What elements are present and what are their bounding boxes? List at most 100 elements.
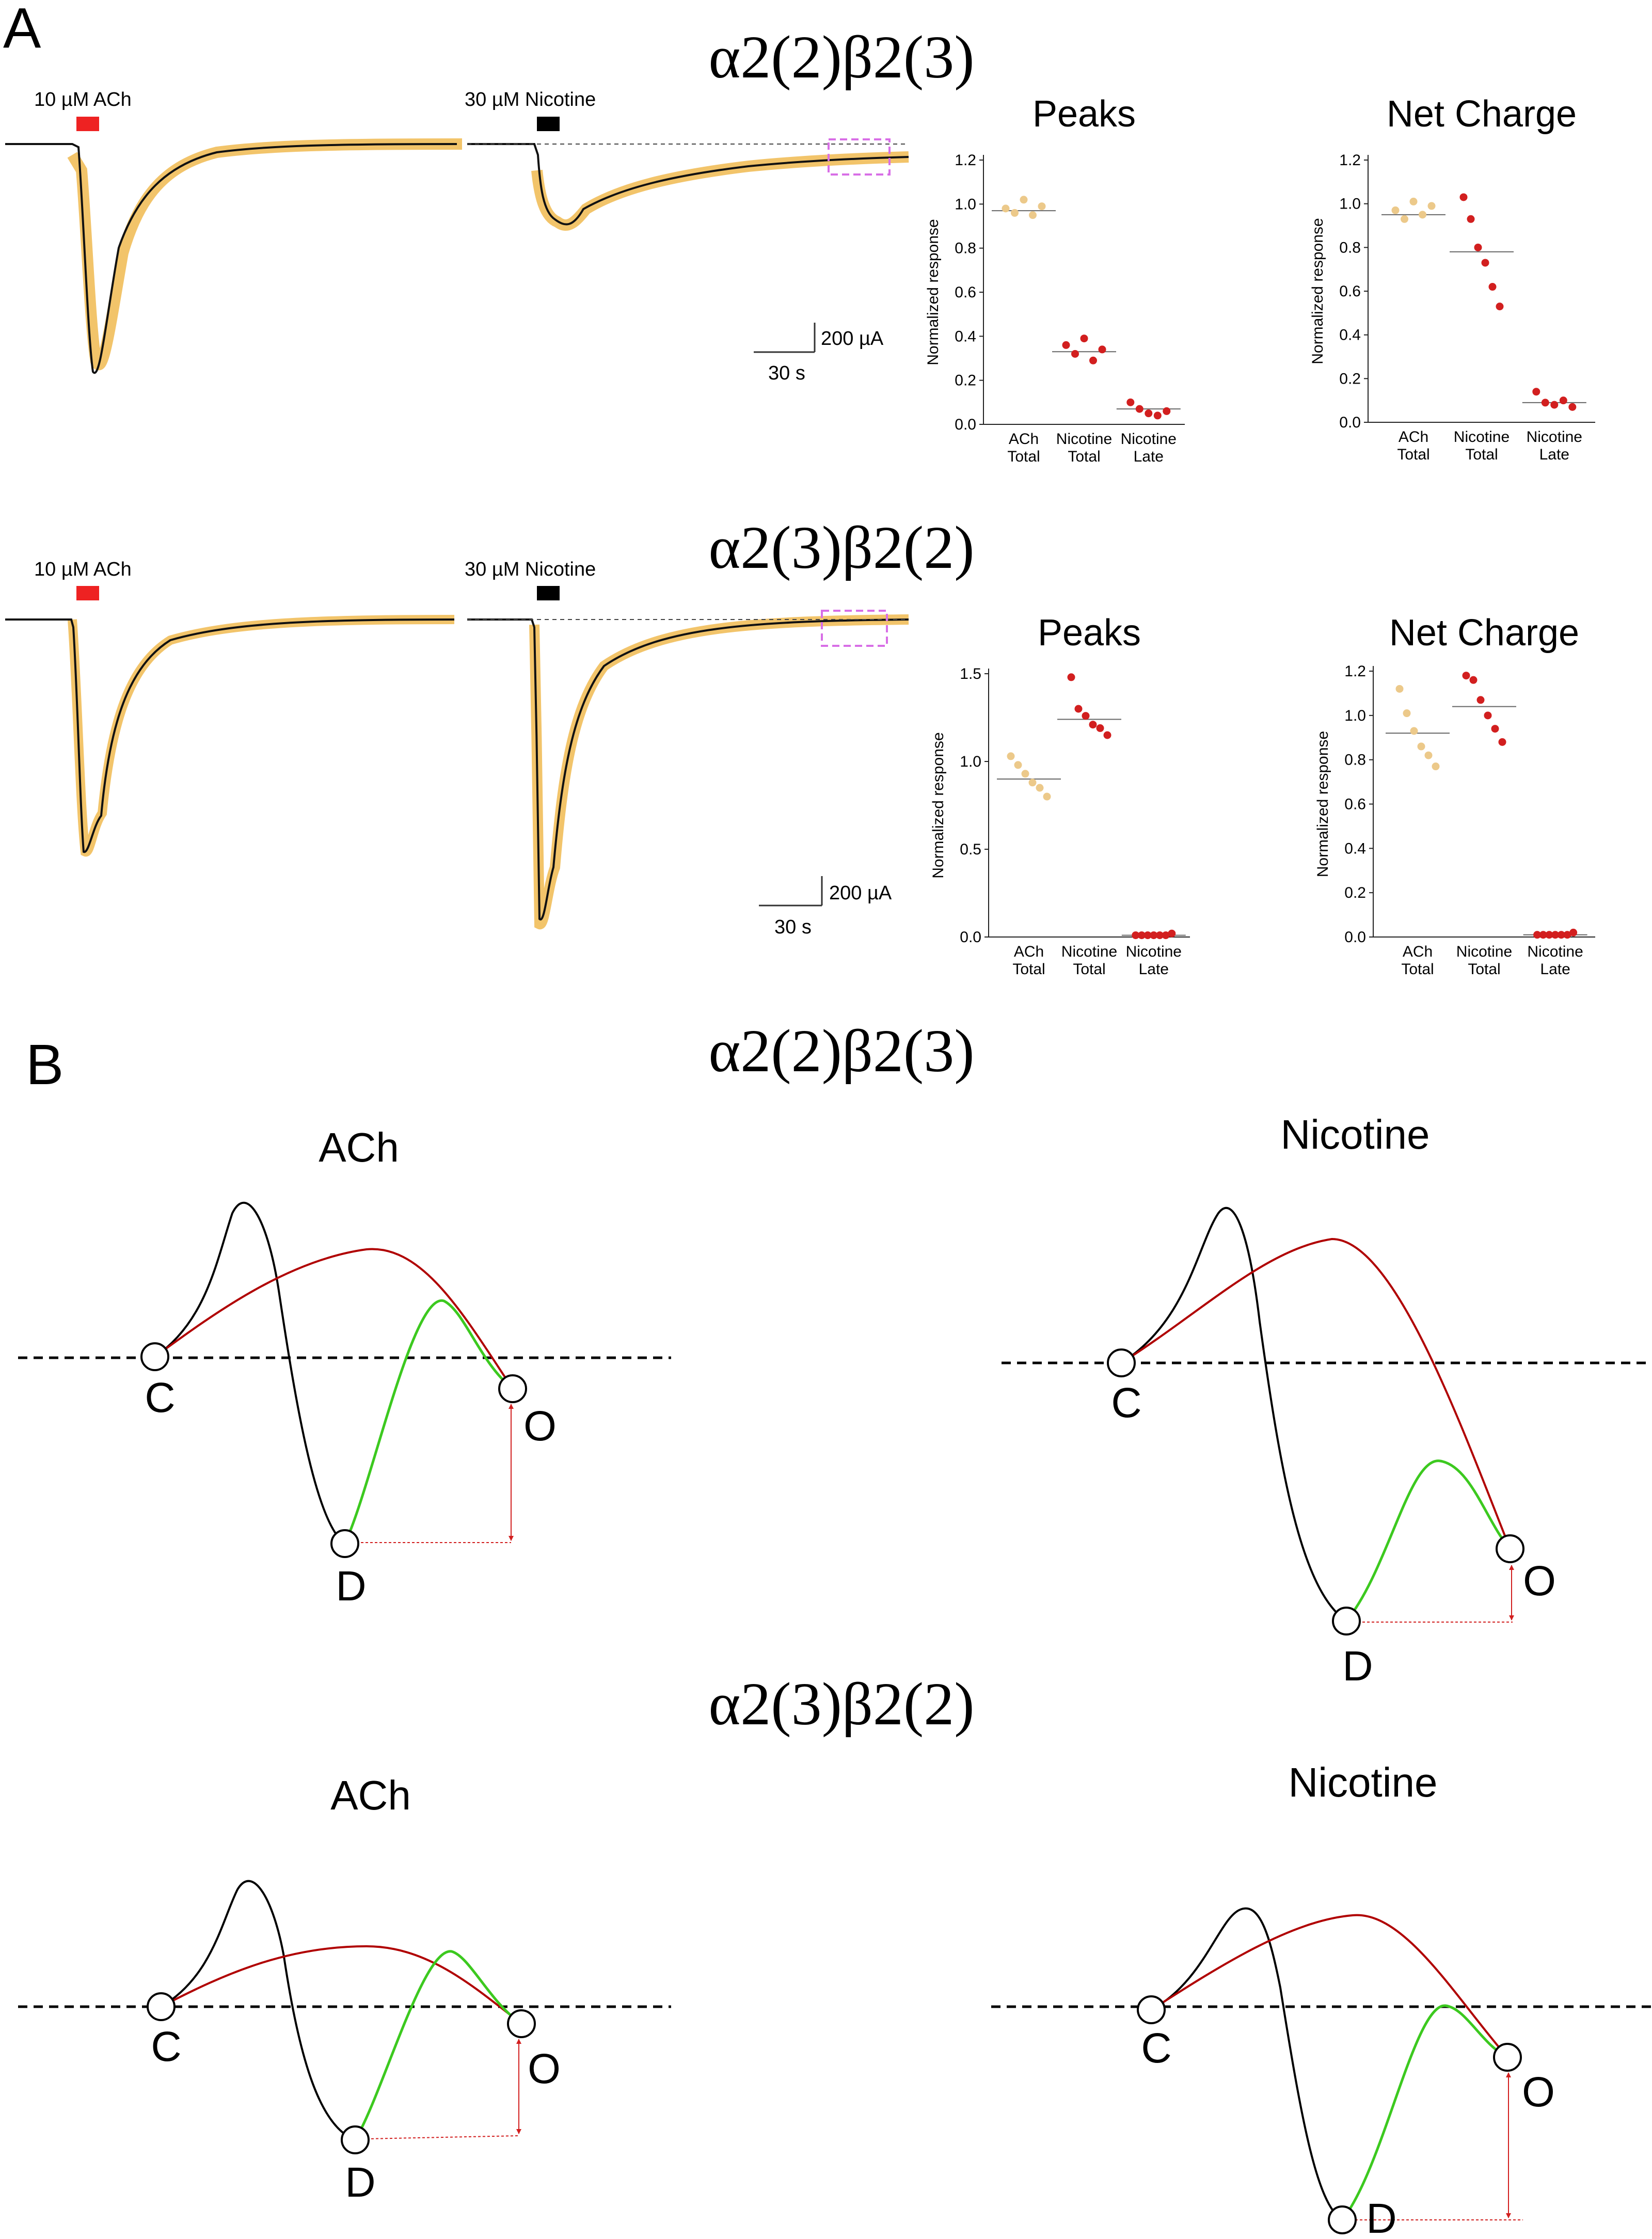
data-point [1532,388,1540,396]
y-tick-label: 0.8 [1344,752,1366,769]
data-point [1126,398,1135,406]
state-o-label: O [1522,2069,1555,2116]
nicotine-application-label: 30 µM Nicotine [465,559,596,580]
data-point [1135,405,1143,413]
agonist-label: Nicotine [1280,1111,1429,1157]
y-axis-label: Normalized response [925,219,942,365]
y-tick-label: 1.2 [1339,152,1361,169]
y-tick-label: 0.4 [955,328,976,345]
x-tick-label: Nicotine [1061,943,1117,960]
state-c-label: C [151,2023,181,2070]
data-point [1419,211,1426,219]
y-tick-label: 1.0 [955,196,976,213]
x-tick-label: ACh [1399,428,1428,446]
scatter-plot-2: Net Charge0.00.20.40.60.81.01.2Normalize… [1309,93,1595,463]
ach-trace-band [68,615,455,856]
data-point [1539,931,1547,939]
x-tick-label: Total [1007,448,1040,465]
scale-current-label: 200 µA [829,882,892,904]
x-tick-label: Total [1401,961,1434,978]
nicotine-trace-band [531,151,909,231]
state-c-node [1137,1995,1166,2024]
data-point [1080,335,1088,343]
y-tick-label: 0.0 [1344,929,1366,946]
y-tick-label: 0.8 [955,240,976,257]
data-point [1498,738,1506,746]
data-point [1469,676,1478,684]
y-tick-label: 1.0 [1344,707,1366,724]
construct-title-a1: α2(2)β2(3) [708,23,974,91]
path-c-to-o [154,1248,514,1390]
agonist-label: Nicotine [1288,1759,1437,1805]
plot-title: Net Charge [1387,93,1577,135]
data-point [1409,197,1418,205]
y-tick-label: 0.0 [955,416,976,433]
data-point [1103,731,1111,739]
data-point [1029,211,1037,219]
path-c-to-o [1120,1237,1511,1549]
y-tick-label: 0.2 [1339,370,1361,387]
scale-current-label: 200 µA [821,328,884,350]
state-c-label: C [145,1374,175,1421]
y-tick-label: 1.2 [955,152,976,169]
nicotine-application-bar [537,117,560,131]
data-point [1089,721,1097,729]
y-tick-label: 0.6 [1339,283,1361,300]
path-c-to-d [160,1880,356,2141]
ach-application-bar [76,117,99,131]
data-point [1427,202,1436,210]
data-point [1563,931,1571,939]
panel-b-label: B [26,1033,63,1097]
data-point [1011,209,1019,217]
data-point [1038,202,1046,211]
data-point [1082,712,1090,720]
state-c-node [147,1992,176,2021]
data-point [1557,931,1565,939]
data-point [1459,193,1468,201]
state-o-label: O [1523,1558,1556,1605]
path-d-to-o [1345,1459,1511,1622]
data-point [1476,696,1485,704]
y-tick-label: 0.5 [960,841,981,858]
path-c-to-d [1120,1206,1347,1622]
data-point [1067,673,1075,681]
nicotine-trace [467,618,909,920]
x-tick-label: Nicotine [1454,428,1510,446]
data-point [1137,931,1146,940]
x-tick-label: ACh [1009,431,1039,448]
late-window-box [821,610,888,647]
data-point [1391,206,1400,214]
panel-a-label: A [3,0,41,60]
x-tick-label: Nicotine [1456,943,1512,960]
y-tick-label: 1.2 [1344,663,1366,680]
data-point [1007,752,1015,760]
x-tick-label: Late [1139,961,1169,978]
y-axis-label: Normalized response [1309,218,1326,364]
data-point [1481,259,1489,267]
scale-time-label: 30 s [768,362,805,384]
path-d-to-o [354,1950,522,2141]
state-d-label: D [336,1563,366,1610]
data-point [1074,705,1083,713]
scatter-plot-4: Net Charge0.00.20.40.60.81.01.2Normalize… [1314,612,1595,978]
agonist-label: ACh [319,1124,399,1170]
y-tick-label: 0.6 [1344,796,1366,813]
data-point [1062,341,1070,349]
x-tick-label: Nicotine [1121,431,1177,448]
data-point [1568,403,1577,411]
data-point [1036,784,1044,792]
data-point [1417,742,1425,751]
data-point [1168,929,1176,938]
state-d-label: D [1342,1643,1373,1690]
x-tick-label: Total [1012,961,1045,978]
data-point [1410,727,1418,735]
state-d-node [1332,1607,1361,1635]
y-tick-label: 0.0 [1339,414,1361,431]
data-point [1096,724,1104,732]
state-d-node [1328,2205,1357,2234]
y-tick-label: 1.0 [1339,196,1361,213]
data-point [1545,931,1553,939]
path-d-to-o [1341,2004,1508,2221]
